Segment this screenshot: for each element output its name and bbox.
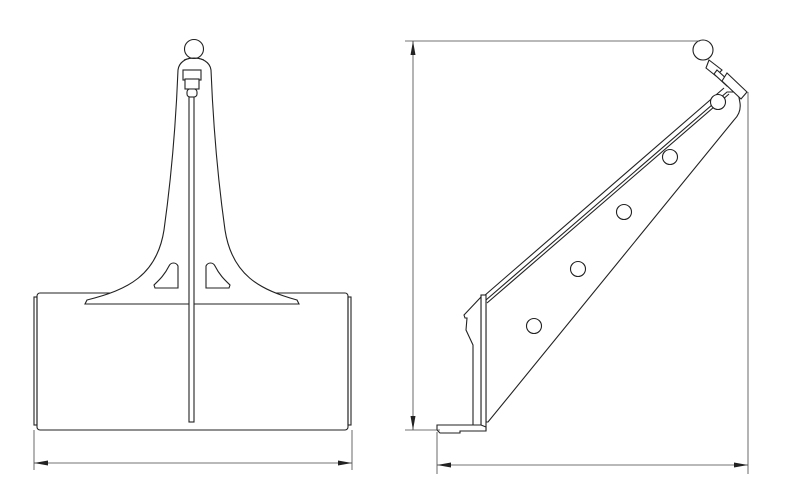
- bracket-top-flange-inner: [486, 93, 730, 304]
- nut: [721, 72, 748, 100]
- center-rod: [188, 96, 195, 423]
- arrowhead: [338, 460, 352, 466]
- hole: [661, 148, 679, 166]
- hole: [569, 260, 587, 278]
- ball-knob: [183, 38, 205, 60]
- bracket-top-flange: [483, 87, 725, 297]
- hole: [615, 203, 633, 221]
- tube-end-left: [33, 296, 38, 426]
- side-view: [405, 39, 749, 474]
- arrowhead: [734, 462, 748, 468]
- bolt: [184, 78, 200, 90]
- arrowhead: [410, 41, 416, 55]
- ball-collar: [183, 57, 205, 61]
- hole: [525, 317, 543, 335]
- arrowhead: [410, 416, 416, 430]
- tube-end-right: [347, 296, 352, 426]
- arrowhead: [34, 460, 48, 466]
- bolt-end: [186, 88, 198, 98]
- bracket-plate: [485, 91, 741, 423]
- side-flange: [463, 295, 482, 428]
- cutout-left: [153, 262, 179, 289]
- vertical-plate: [480, 294, 487, 431]
- ball-knob: [692, 39, 714, 61]
- arrowhead: [437, 462, 451, 468]
- cutout-right: [205, 262, 231, 289]
- hole: [709, 93, 727, 111]
- foot-plate: [436, 424, 487, 434]
- front-view: [33, 38, 353, 470]
